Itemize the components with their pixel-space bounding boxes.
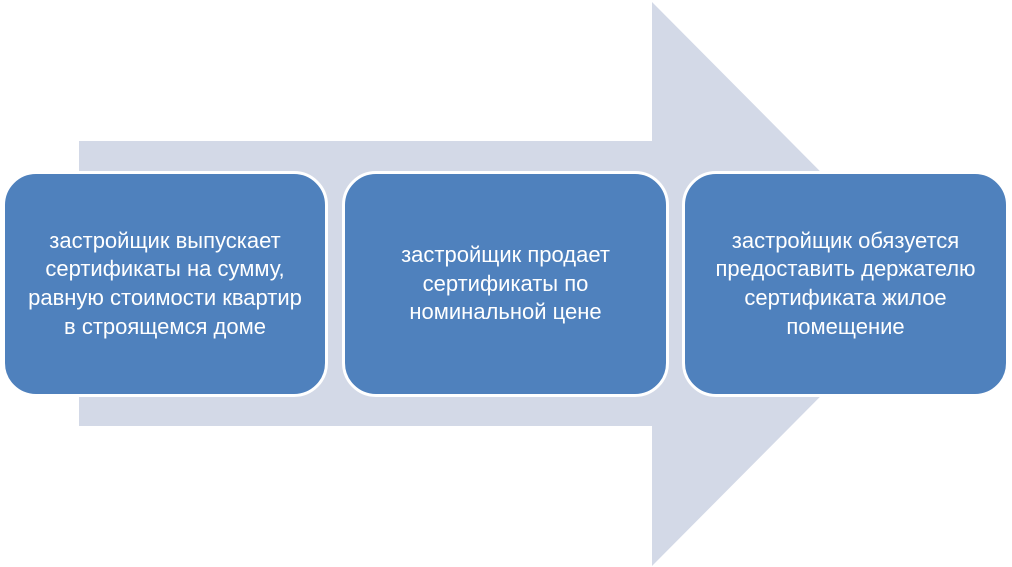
step-box-3: застройщик обязуется предоставить держат…	[682, 171, 1009, 397]
step-text-2: застройщик продает сертификаты по номина…	[401, 242, 610, 325]
step-box-1: застройщик выпускает сертификаты на сумм…	[2, 171, 328, 397]
step-box-2: застройщик продает сертификаты по номина…	[342, 171, 669, 397]
step-text-3: застройщик обязуется предоставить держат…	[715, 227, 976, 339]
step-text-1: застройщик выпускает сертификаты на сумм…	[28, 227, 302, 339]
